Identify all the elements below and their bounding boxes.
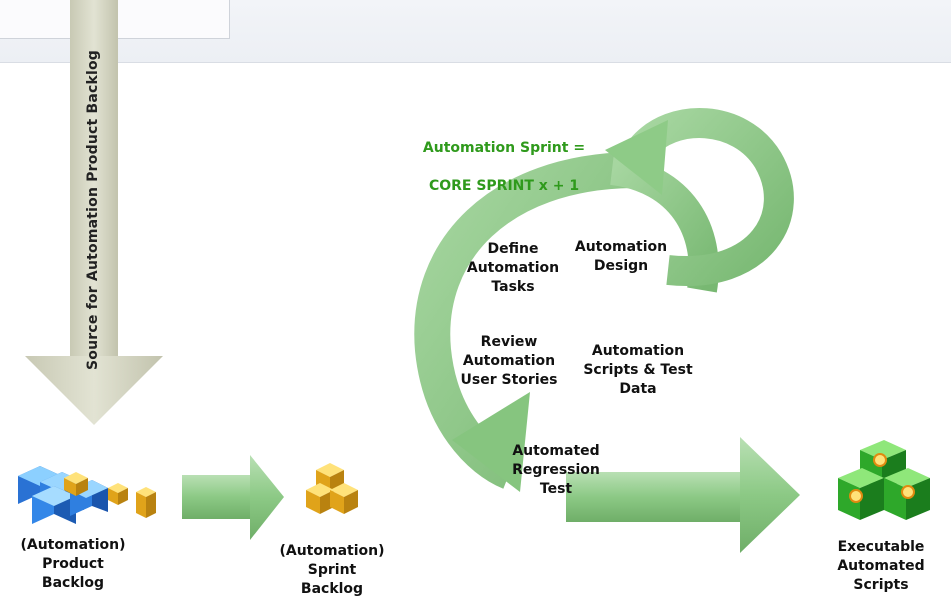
product-backlog-label: (Automation) Product Backlog: [20, 537, 126, 591]
daily-loop-arrow: [605, 108, 794, 287]
green-cubes-with-spark-icon: [838, 440, 930, 520]
gold-cubes-icon: [306, 463, 358, 514]
step-automation-design: Automation Design: [574, 239, 668, 274]
sprint-formula-line2: CORE SPRINT x + 1: [428, 178, 580, 194]
backlog-to-sprint-arrow: [182, 455, 284, 540]
source-arrow: [25, 0, 163, 425]
sprint-formula: Automation Sprint = CORE SPRINT x + 1: [412, 120, 596, 215]
step-regression-test: Automated Regression Test: [512, 443, 600, 497]
output-arrow: [566, 437, 800, 553]
step-review-user-stories: Review Automation User Stories: [460, 334, 558, 388]
step-scripts-test-data: Automation Scripts & Test Data: [583, 343, 693, 397]
sprint-backlog-label: (Automation) Sprint Backlog: [279, 543, 385, 597]
executable-scripts-label: Executable Automated Scripts: [837, 539, 925, 593]
step-define-tasks: Define Automation Tasks: [466, 241, 560, 295]
sprint-formula-line1: Automation Sprint =: [422, 140, 586, 156]
source-label-text: Source for Automation Product Backlog: [85, 49, 101, 371]
blue-and-gold-cubes-icon: [18, 466, 156, 524]
